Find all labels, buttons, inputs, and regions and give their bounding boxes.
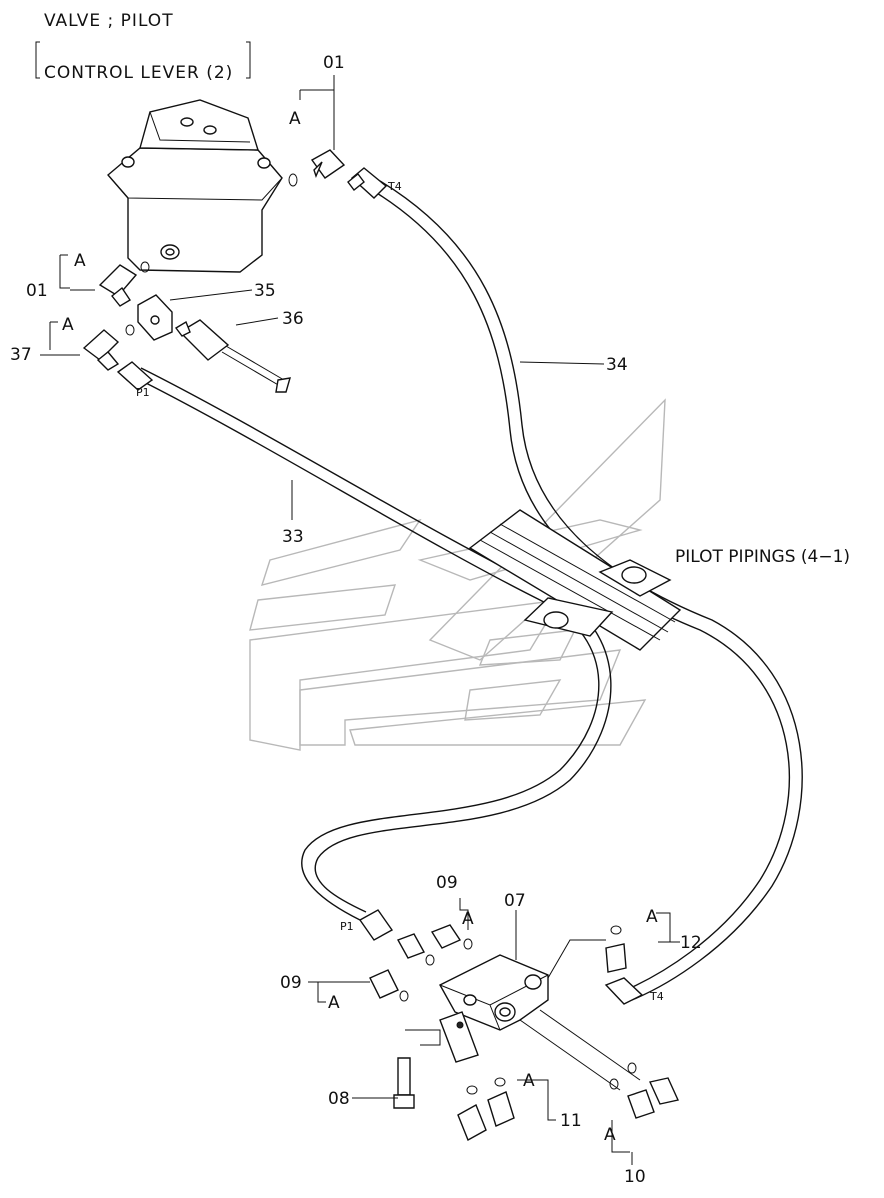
control-lever-valve bbox=[107, 99, 283, 273]
callout-08: 08 bbox=[328, 1089, 350, 1109]
reference-pilot-pipings: PILOT PIPINGS (4−1) bbox=[675, 547, 850, 567]
a-mark: A bbox=[328, 993, 340, 1013]
hose-34-inner bbox=[379, 180, 803, 1001]
callout-12: 12 bbox=[680, 933, 702, 953]
port-p1-top: P1 bbox=[136, 386, 150, 399]
a-mark: A bbox=[74, 251, 86, 271]
diagram-title: VALVE ; PILOT bbox=[44, 11, 174, 31]
fitting-01-left bbox=[98, 261, 150, 307]
a-mark: A bbox=[646, 907, 658, 927]
hose-34-end-fitting bbox=[347, 167, 388, 199]
fitting-37 bbox=[82, 324, 135, 371]
a-mark: A bbox=[604, 1125, 616, 1145]
port-t4-bottom: T4 bbox=[649, 990, 664, 1003]
pilot-valve-07 bbox=[439, 954, 549, 1063]
title-bracket bbox=[35, 41, 251, 79]
fitting-11 bbox=[457, 1077, 515, 1141]
bolt-08 bbox=[393, 1057, 415, 1109]
diagram-subtitle: CONTROL LEVER (2) bbox=[44, 63, 233, 83]
tee-35 bbox=[137, 294, 173, 341]
callout-01-top: 01 bbox=[323, 53, 345, 73]
callout-10: 10 bbox=[624, 1167, 646, 1187]
hose-33-end-fitting bbox=[116, 361, 154, 391]
callout-07: 07 bbox=[504, 891, 526, 911]
a-mark: A bbox=[523, 1071, 535, 1091]
fitting-09-left bbox=[369, 969, 409, 1002]
port-p1-bottom: P1 bbox=[340, 920, 354, 933]
fitting-10 bbox=[609, 1062, 679, 1119]
port-t4-top: T4 bbox=[387, 180, 402, 193]
callout-09-left: 09 bbox=[280, 973, 302, 993]
hose-33-inner bbox=[140, 367, 612, 913]
callout-37: 37 bbox=[10, 345, 32, 365]
fitting-12 bbox=[604, 925, 644, 1005]
fitting-09-top bbox=[430, 924, 473, 950]
callout-33: 33 bbox=[282, 527, 304, 547]
a-mark: A bbox=[462, 909, 474, 929]
callout-09-top: 09 bbox=[436, 873, 458, 893]
callout-01-left: 01 bbox=[26, 281, 48, 301]
pressure-switch-36 bbox=[174, 319, 291, 393]
callout-36: 36 bbox=[282, 309, 304, 329]
hose-33-bottom-fitting bbox=[358, 909, 435, 966]
callout-leaders bbox=[40, 75, 680, 1165]
hose-34-outer bbox=[371, 189, 791, 991]
hose-33-outer bbox=[135, 377, 600, 921]
leader-lines-bottom bbox=[405, 939, 641, 1091]
a-mark: A bbox=[289, 109, 301, 129]
callout-34: 34 bbox=[606, 355, 628, 375]
callout-11: 11 bbox=[560, 1111, 582, 1131]
fitting-01-top bbox=[288, 149, 346, 187]
a-mark: A bbox=[62, 315, 74, 335]
callout-35: 35 bbox=[254, 281, 276, 301]
pilot-pipings-block bbox=[468, 509, 682, 651]
